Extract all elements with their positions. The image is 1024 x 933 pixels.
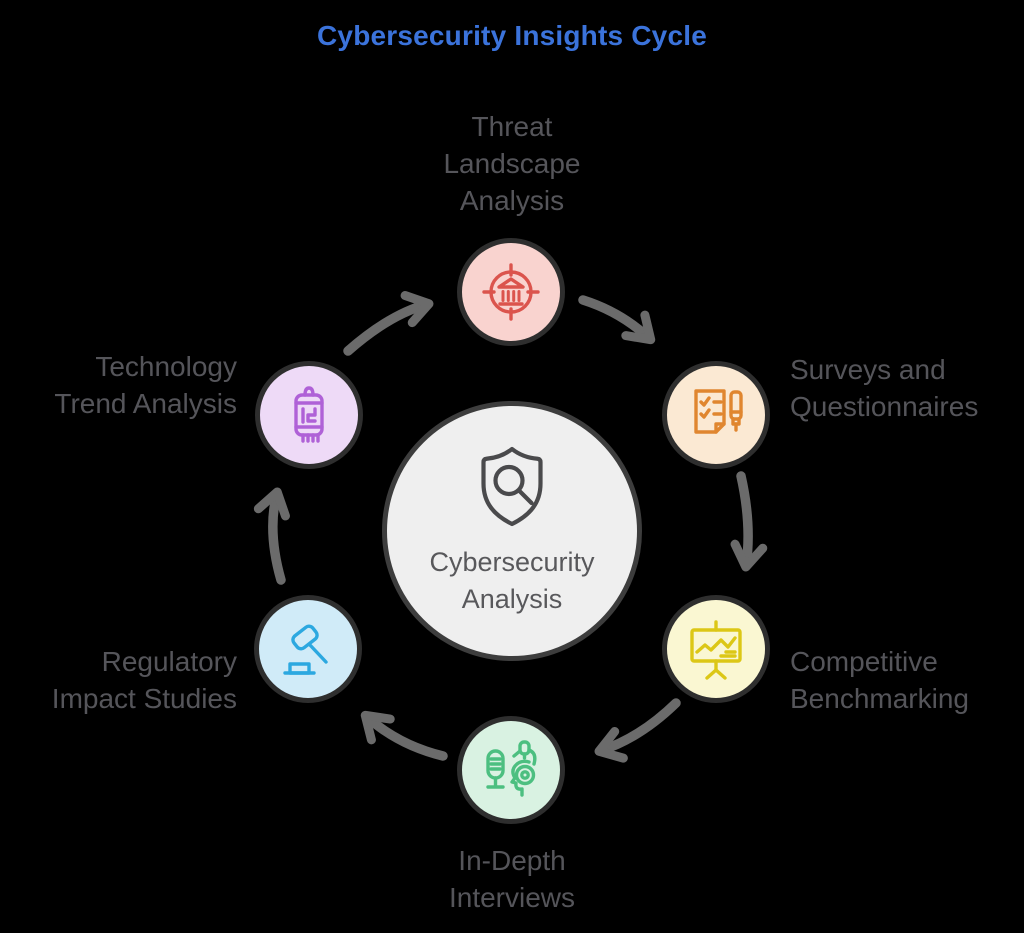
label-in-depth-interviews: In-Depth Interviews [362, 842, 662, 916]
label-line: Competitive [790, 646, 938, 677]
arrow-competitive-to-interviews [594, 698, 681, 763]
label-line: In-Depth [458, 845, 566, 876]
label-line: Impact Studies [51, 683, 237, 714]
node-regulatory-impact-studies [254, 595, 362, 703]
label-line: Landscape [443, 148, 581, 179]
arrow-surveys-to-competitive [730, 471, 768, 572]
label-line: Questionnaires [790, 391, 979, 422]
arrow-threat-to-surveys [578, 295, 656, 345]
arrow-interviews-to-regulatory [360, 710, 448, 761]
label-line: Technology [95, 351, 237, 382]
gavel-icon [283, 624, 328, 675]
node-surveys-and-questionnaires [662, 361, 770, 469]
label-line: Surveys and [790, 354, 946, 385]
label-line: Analysis [459, 185, 565, 216]
label-technology-trend-analysis: Technology Trend Analysis [0, 348, 237, 422]
node-technology-trend-analysis [255, 361, 363, 469]
label-line: Threat [471, 111, 553, 142]
node-threat-landscape-analysis [457, 238, 565, 346]
center-node-cybersecurity-analysis: Cybersecurity Analysis [382, 401, 642, 661]
presentation-chart-icon [690, 620, 742, 680]
arrow-technology-to-threat [343, 291, 434, 356]
label-regulatory-impact-studies: Regulatory Impact Studies [0, 643, 237, 717]
label-surveys-and-questionnaires: Surveys and Questionnaires [790, 351, 978, 425]
center-label-line: Cybersecurity [429, 547, 595, 577]
label-threat-landscape-analysis: Threat Landscape Analysis [362, 108, 662, 219]
label-line: Regulatory [101, 646, 237, 677]
node-in-depth-interviews [457, 716, 565, 824]
target-institution-icon [482, 263, 540, 321]
label-line: Benchmarking [790, 683, 969, 714]
center-label: Cybersecurity Analysis [429, 544, 594, 618]
center-label-line: Analysis [461, 584, 563, 614]
checklist-pen-icon [694, 389, 743, 434]
arrow-regulatory-to-technology [253, 487, 290, 585]
label-competitive-benchmarking: Competitive Benchmarking [790, 643, 969, 717]
page-title: Cybersecurity Insights Cycle [317, 20, 707, 51]
vacuum-tube-icon [294, 386, 324, 443]
shield-search-icon [481, 446, 543, 527]
label-line: Interviews [448, 882, 576, 913]
microphone-interview-icon [486, 740, 537, 797]
label-line: Trend Analysis [54, 388, 237, 419]
node-competitive-benchmarking [662, 595, 770, 703]
